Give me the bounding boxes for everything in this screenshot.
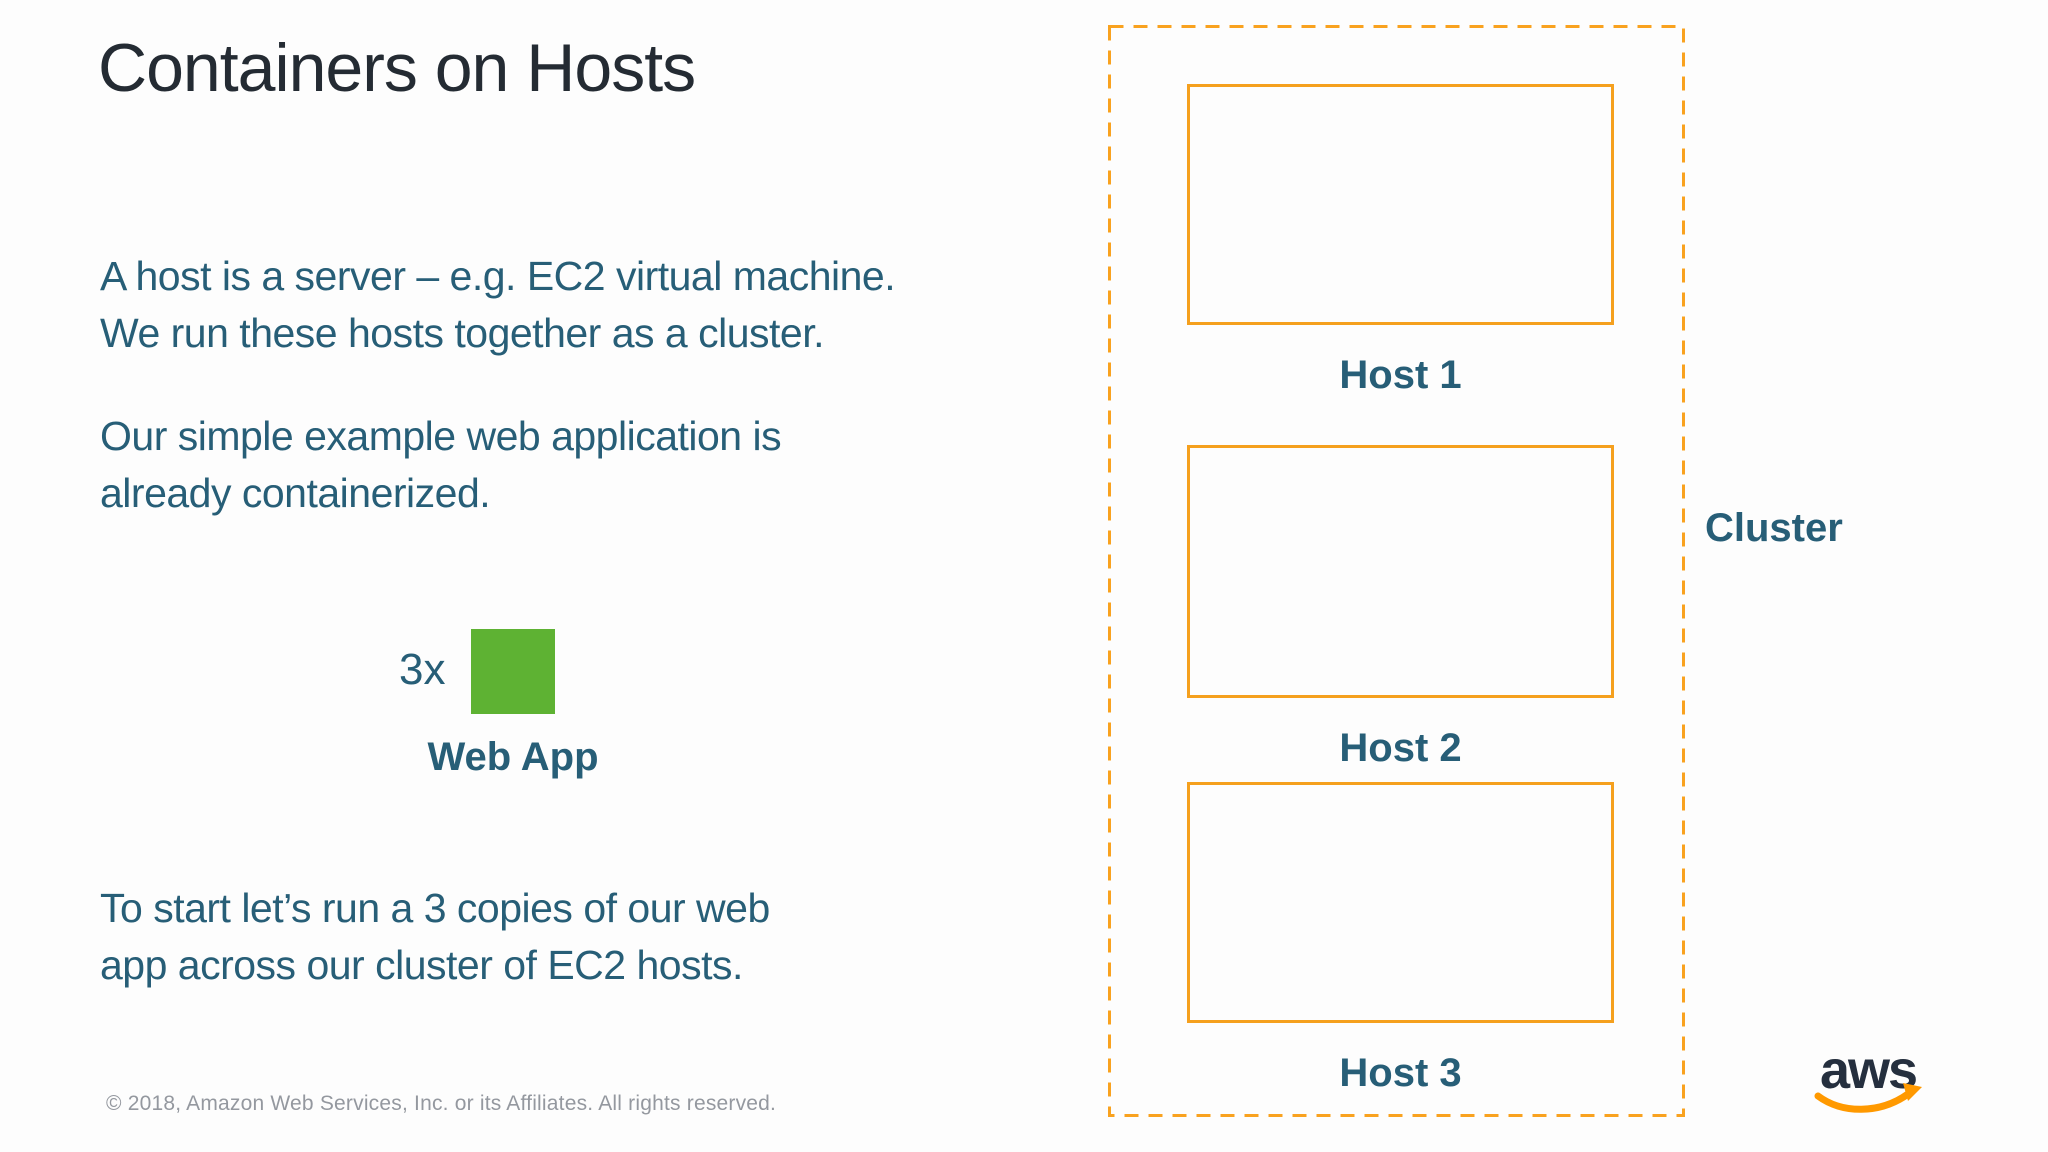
cluster-dashed-border xyxy=(1108,25,1685,1117)
aws-logo: aws xyxy=(1814,1040,1922,1113)
web-app-label: Web App xyxy=(427,735,599,779)
body-text-line: A host is a server – e.g. EC2 virtual ma… xyxy=(100,253,896,299)
host-group-3: Host 3 xyxy=(1187,782,1614,1096)
cluster-label: Cluster xyxy=(1705,506,1843,550)
host-group-2: Host 2 xyxy=(1187,445,1614,771)
page-title: Containers on Hosts xyxy=(98,30,696,106)
aws-smile-icon xyxy=(1814,1090,1912,1113)
body-text-line: Our simple example web application is xyxy=(100,413,782,459)
host-label-2: Host 2 xyxy=(1339,726,1462,770)
aws-logo-text: aws xyxy=(1820,1040,1916,1100)
host-box-2 xyxy=(1187,445,1614,698)
host-group-1: Host 1 xyxy=(1187,84,1614,398)
host-label-1: Host 1 xyxy=(1339,353,1462,397)
cluster-boundary: Host 1 Host 2 Host 3 xyxy=(1108,25,1685,1117)
host-label-3: Host 3 xyxy=(1339,1051,1462,1095)
host-box-1 xyxy=(1187,84,1614,325)
example-paragraph: Our simple example web application is al… xyxy=(100,408,782,522)
host-box-3 xyxy=(1187,782,1614,1023)
body-text-line: To start let’s run a 3 copies of our web xyxy=(100,885,770,931)
action-paragraph: To start let’s run a 3 copies of our web… xyxy=(100,880,770,994)
body-text-line: already containerized. xyxy=(100,470,491,516)
intro-paragraph: A host is a server – e.g. EC2 virtual ma… xyxy=(100,248,896,362)
replica-count-label: 3x xyxy=(399,645,446,694)
copyright-text: © 2018, Amazon Web Services, Inc. or its… xyxy=(106,1092,777,1115)
aws-smile-arrow-icon xyxy=(1903,1083,1922,1101)
body-text-line: app across our cluster of EC2 hosts. xyxy=(100,942,743,988)
body-text-line: We run these hosts together as a cluster… xyxy=(100,310,825,356)
web-app-container-icon xyxy=(471,629,555,714)
